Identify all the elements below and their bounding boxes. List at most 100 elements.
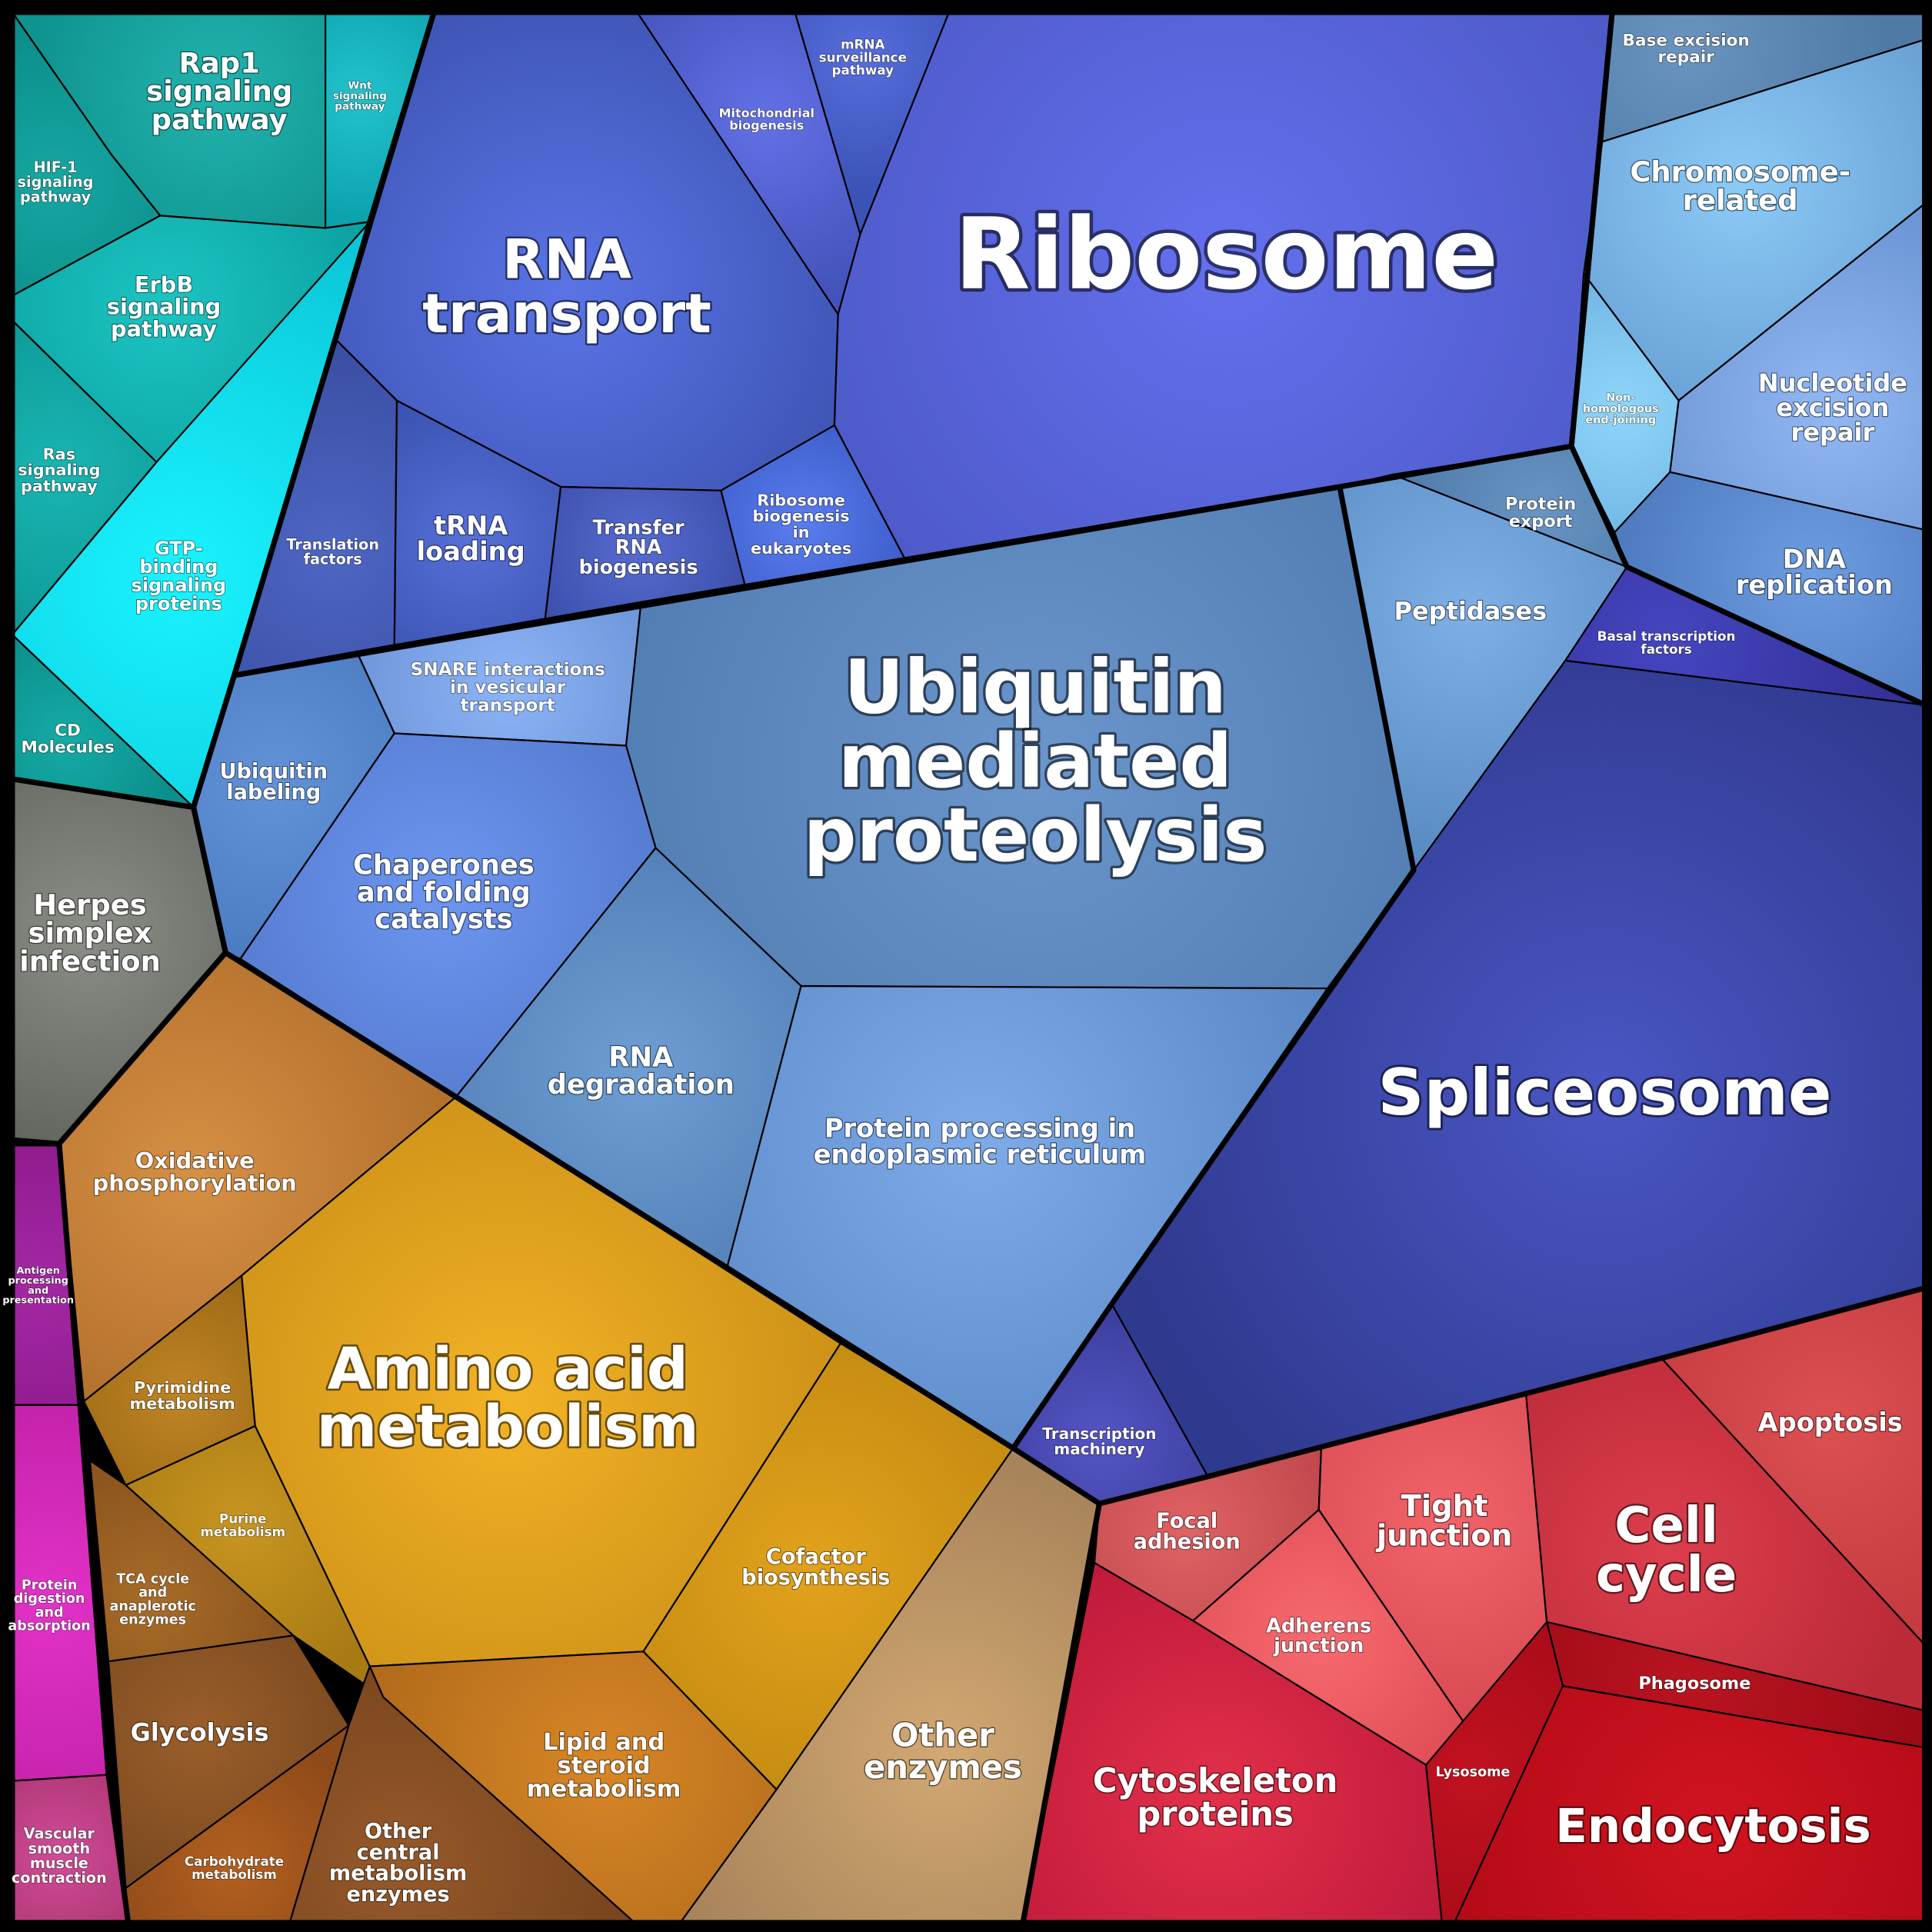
label-line: metabolism [527, 1775, 681, 1802]
label-apop: Apoptosis [1758, 1407, 1903, 1437]
label-line: Chaperones [353, 850, 535, 881]
label-line: junction [1273, 1634, 1364, 1657]
label-line: Cytoskeleton [1093, 1762, 1338, 1800]
label-line: junction [1375, 1518, 1512, 1553]
label-line: machinery [1054, 1439, 1144, 1457]
label-line: proteins [135, 593, 222, 615]
label-line: Oxidative [135, 1148, 255, 1174]
label-line: Molecules [21, 738, 114, 757]
label-lyso: Lysosome [1436, 1764, 1511, 1780]
label-line: TCA cycle [116, 1572, 189, 1587]
label-line: Amino acid [328, 1334, 688, 1402]
label-line: DNA [1783, 544, 1846, 574]
label-line: muscle [30, 1854, 88, 1872]
label-line: pathway [152, 103, 288, 136]
label-line: metabolism [130, 1394, 235, 1413]
label-line: Phagosome [1638, 1674, 1750, 1694]
label-line: transport [460, 695, 555, 715]
label-line: Nucleotide [1758, 368, 1907, 398]
label-line: Peptidases [1394, 596, 1547, 625]
label-line: Adherens [1266, 1614, 1371, 1637]
label-line: Protein processing in [824, 1113, 1135, 1143]
label-line: Lipid and [543, 1728, 665, 1755]
label-line: factors [304, 550, 362, 568]
label-line: infection [19, 944, 161, 978]
label-line: signaling [132, 575, 227, 596]
label-line: proteolysis [804, 792, 1267, 878]
label-chrom: Chromosome-related [1630, 155, 1850, 217]
label-line: Glycolysis [131, 1718, 269, 1747]
label-glyco: Glycolysis [131, 1718, 269, 1747]
label-line: pathway [21, 477, 98, 495]
label-line: and [138, 1585, 167, 1601]
label-line: Ubiquitin [844, 645, 1227, 731]
label-line: and [28, 1284, 48, 1296]
label-line: endoplasmic reticulum [814, 1139, 1147, 1169]
label-line: metabolism [192, 1867, 277, 1882]
label-line: mRNA [841, 37, 884, 52]
label-line: Cell [1614, 1497, 1717, 1554]
label-line: tRNA [434, 511, 508, 541]
label-line: Translation [286, 535, 379, 553]
label-line: RNA [608, 1042, 674, 1074]
label-line: digestion [14, 1591, 85, 1607]
label-line: HIF-1 [34, 158, 78, 175]
label-line: signaling [107, 294, 221, 320]
label-line: Carbohydrate [185, 1854, 284, 1869]
label-ribosome: Ribosome [954, 198, 1498, 312]
label-line: Protein [1505, 494, 1576, 514]
label-line: Antigen [16, 1265, 59, 1277]
label-line: Wnt [348, 79, 372, 92]
label-line: pathway [335, 101, 385, 113]
label-line: phosphorylation [93, 1170, 297, 1196]
label-line: biogenesis [729, 118, 804, 132]
label-line: signaling [18, 173, 94, 191]
label-line: Endocytosis [1555, 1799, 1870, 1854]
label-line: presentation [2, 1294, 74, 1306]
label-line: repair [1791, 418, 1875, 447]
label-line: Protein [22, 1578, 78, 1594]
label-line: Transcription [1042, 1424, 1156, 1442]
label-line: processing [8, 1275, 68, 1287]
label-line: Pyrimidine [134, 1378, 231, 1397]
label-line: pathway [111, 316, 217, 342]
label-line: RNA [615, 536, 662, 559]
label-line: Spliceosome [1378, 1055, 1832, 1130]
label-line: homologous [1583, 403, 1659, 415]
label-line: ErbB [135, 271, 193, 298]
label-line: Other [365, 1820, 432, 1844]
label-line: repair [1658, 48, 1715, 67]
label-line: enzymes [346, 1882, 449, 1906]
label-line: and folding [357, 877, 531, 908]
label-line: adhesion [1134, 1530, 1241, 1554]
label-phago: Phagosome [1638, 1674, 1750, 1694]
label-line: Ubiquitin [219, 760, 328, 784]
label-line: signaling [18, 461, 100, 479]
label-line: Ribosome [954, 198, 1498, 312]
